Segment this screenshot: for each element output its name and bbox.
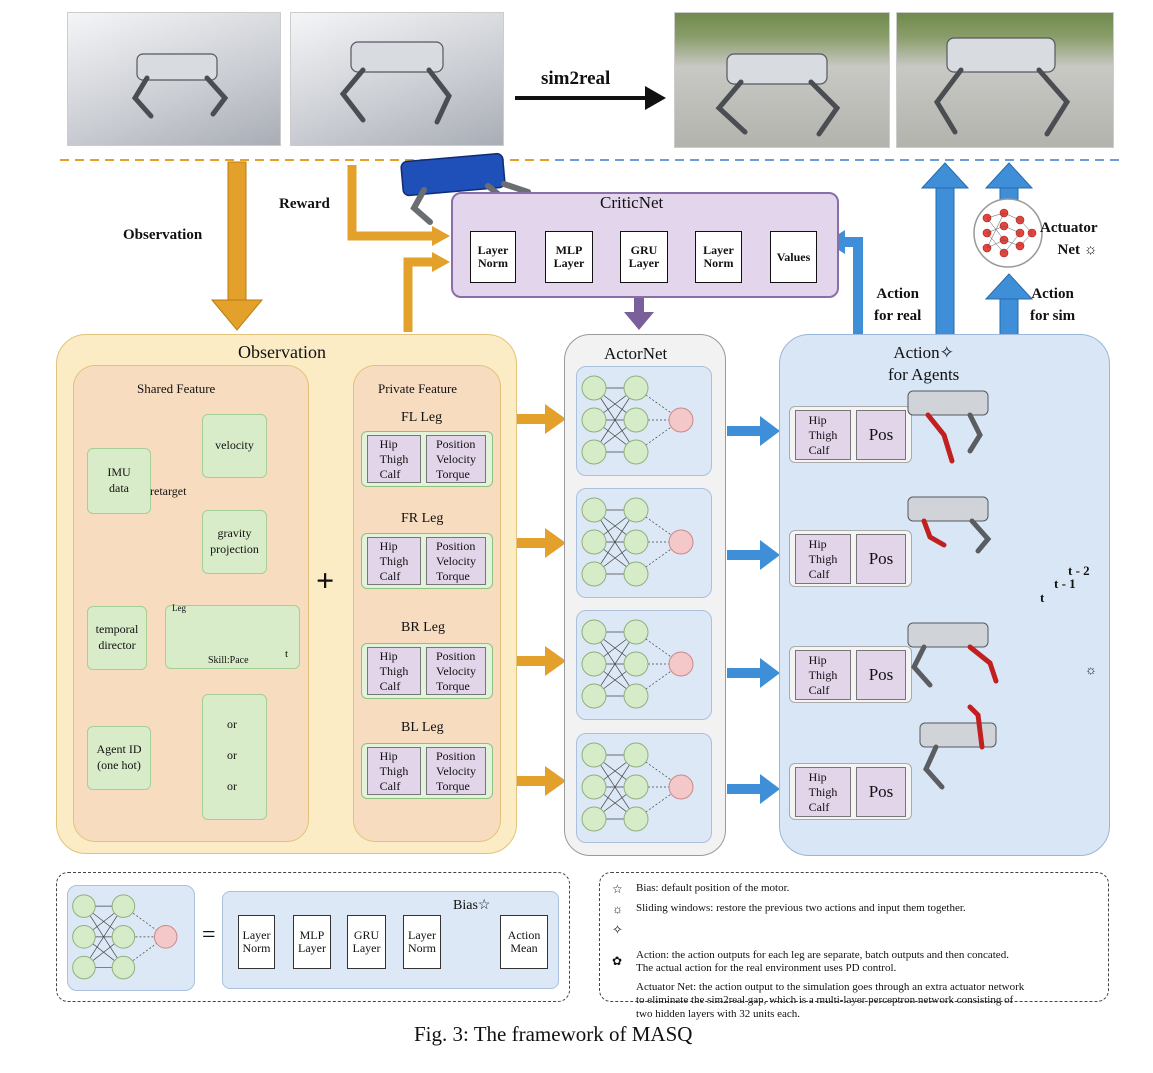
action-bl-pos: Pos [856, 767, 906, 817]
reward-label: Reward [279, 196, 330, 212]
sun-icon: ☼ [612, 902, 623, 916]
imu-data-box: IMU data [87, 448, 151, 514]
actor-gru-layer: GRU Layer [347, 915, 386, 969]
sliding-window-symbol: ☼ [1085, 662, 1097, 677]
bl-leg-title: BL Leg [401, 720, 444, 735]
br-leg-features: Hip Thigh Calf Position Velocity Torque [361, 643, 493, 699]
star-icon: ☆ [612, 882, 623, 896]
critic-layernorm-2: Layer Norm [695, 231, 742, 283]
gait-chart-box [165, 605, 300, 669]
robot-silhouettes [131, 37, 1071, 137]
critic-to-actor-arrow [624, 312, 654, 330]
gait-leg-axis-label: Leg [172, 603, 186, 613]
legend-actuator: ✿ Actuator Net: the action output to the… [612, 954, 1096, 1021]
actuator-net-icon [973, 198, 1043, 268]
legend-bias: ☆ Bias: default position of the motor. [612, 882, 1096, 896]
bias-label: Bias☆ [453, 898, 491, 913]
window-t: t [1040, 590, 1045, 605]
mlp-fl [581, 375, 694, 465]
legend-actuator-text: Actuator Net: the action output to the s… [636, 980, 1025, 1020]
action-br-pos: Pos [856, 650, 906, 700]
one-hot-box [202, 694, 267, 820]
legend-frame [599, 872, 1109, 1002]
action-row-fl: Hip Thigh Calf Pos [789, 406, 912, 463]
fl-state-cell: Position Velocity Torque [426, 435, 486, 483]
action-row-br: Hip Thigh Calf Pos [789, 646, 912, 703]
agent-id-box: Agent ID (one hot) [87, 726, 151, 790]
figure-caption: Fig. 3: The framework of MASQ [414, 1022, 693, 1046]
bl-joint-cell: Hip Thigh Calf [367, 747, 421, 795]
window-t-minus-2: t - 2 [1068, 563, 1090, 578]
retarget-label: retarget [150, 484, 187, 498]
actor-layernorm-2: Layer Norm [403, 915, 441, 969]
action-for-real-label: Action for real [874, 286, 922, 324]
br-state-cell: Position Velocity Torque [426, 647, 486, 695]
br-leg-title: BR Leg [401, 620, 445, 635]
action-for-sim-label: Action for sim [1030, 286, 1076, 324]
sim2real-label: sim2real [541, 68, 611, 89]
action-robot-images [907, 390, 999, 790]
action-row-bl: Hip Thigh Calf Pos [789, 763, 912, 820]
fr-joint-cell: Hip Thigh Calf [367, 537, 421, 585]
network-detail-frame [56, 872, 570, 1002]
action-br-joints: Hip Thigh Calf [795, 650, 851, 700]
legend-sliding-text: Sliding windows: restore the previous tw… [636, 902, 966, 914]
fr-leg-title: FR Leg [401, 511, 444, 526]
fr-leg-features: Hip Thigh Calf Position Velocity Torque [361, 533, 493, 589]
or-label-1: or [227, 717, 237, 731]
or-label-3: or [227, 779, 237, 793]
critic-gru-layer: GRU Layer [620, 231, 668, 283]
action-row-fr: Hip Thigh Calf Pos [789, 530, 912, 587]
legend-action: ✧ Action: the action outputs for each le… [612, 922, 1096, 976]
fl-leg-title: FL Leg [401, 410, 443, 425]
mlp-fr [581, 497, 694, 587]
action-fr-joints: Hip Thigh Calf [795, 534, 851, 584]
criticnet-title: CriticNet [600, 193, 664, 212]
legend-action-text: Action: the action outputs for each leg … [636, 948, 1009, 975]
observation-title: Observation [238, 342, 326, 362]
critic-layernorm-1: Layer Norm [470, 231, 516, 283]
bl-state-cell: Position Velocity Torque [426, 747, 486, 795]
real-photo-2 [896, 12, 1114, 148]
plus-sign: + [316, 562, 335, 598]
actor-layernorm-1: Layer Norm [238, 915, 275, 969]
observation-arrow-label: Observation [123, 227, 203, 243]
action-panel-title: Action✧ for Agents [888, 343, 960, 385]
observation-down-arrow [210, 299, 264, 331]
action-fl-joints: Hip Thigh Calf [795, 410, 851, 460]
gait-time-label: t [285, 648, 289, 660]
mlp-detail [72, 894, 178, 980]
shared-feature-title: Shared Feature [137, 381, 216, 396]
br-joint-cell: Hip Thigh Calf [367, 647, 421, 695]
actor-action-mean: Action Mean [500, 915, 548, 969]
mlp-bl [581, 742, 694, 832]
temporal-director-box: temporal director [87, 606, 147, 670]
fr-state-cell: Position Velocity Torque [426, 537, 486, 585]
velocity-box: velocity [202, 414, 267, 478]
legend-bias-text: Bias: default position of the motor. [636, 882, 790, 894]
fl-joint-cell: Hip Thigh Calf [367, 435, 421, 483]
gear-icon: ✿ [612, 954, 623, 968]
sparkle-icon: ✧ [612, 922, 623, 937]
fl-leg-features: Hip Thigh Calf Position Velocity Torque [361, 431, 493, 487]
action-fr-pos: Pos [856, 534, 906, 584]
mlp-br [581, 619, 694, 709]
sim-photo-2 [290, 12, 504, 146]
critic-mlp-layer: MLP Layer [545, 231, 593, 283]
legend-sliding: ☼ Sliding windows: restore the previous … [612, 902, 1096, 916]
bl-leg-features: Hip Thigh Calf Position Velocity Torque [361, 743, 493, 799]
actuator-net-label: Actuator Net ☼ [1040, 220, 1098, 258]
gait-skill-label: Skill:Pace [208, 655, 249, 666]
critic-values: Values [770, 231, 817, 283]
action-fl-pos: Pos [856, 410, 906, 460]
actor-mlp-layer: MLP Layer [293, 915, 331, 969]
action-bl-joints: Hip Thigh Calf [795, 767, 851, 817]
gravity-projection-box: gravity projection [202, 510, 267, 574]
equals-sign: = [202, 922, 216, 948]
or-label-2: or [227, 748, 237, 762]
window-t-minus-1: t - 1 [1054, 576, 1076, 591]
private-feature-title: Private Feature [378, 381, 458, 396]
actornet-title: ActorNet [604, 344, 668, 363]
